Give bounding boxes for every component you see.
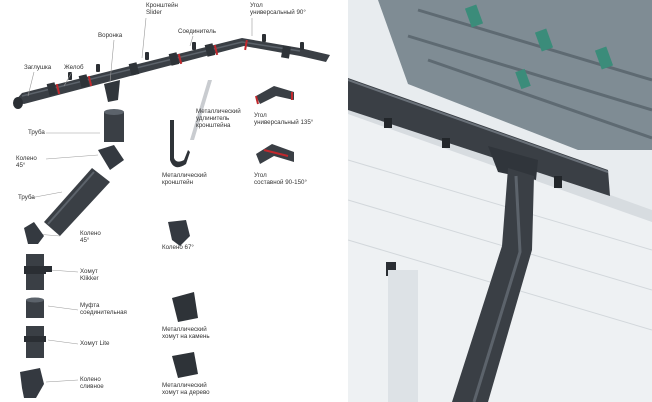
pipe-image-top xyxy=(104,109,124,142)
clamp-lite-image xyxy=(24,326,46,358)
corner-135-image xyxy=(255,86,294,105)
metal-extender-image xyxy=(190,80,212,140)
label-metal-clamp-wood: Металлический хомут на дерево xyxy=(162,382,210,396)
funnel-image xyxy=(104,80,120,102)
end-cap-image xyxy=(13,97,23,109)
label-funnel: Воронка xyxy=(98,32,123,39)
gutter-parts-illustration xyxy=(13,17,330,398)
label-corner-135: Угол универсальный 135° xyxy=(254,112,314,126)
label-pipe-mid: Труба xyxy=(18,194,35,201)
product-catalog: Заглушка Желоб Воронка Кронштейн Slider … xyxy=(13,2,330,398)
label-metal-bracket: Металлический кронштейн xyxy=(162,172,207,186)
label-clamp-lite: Хомут Lite xyxy=(80,340,110,347)
metal-bracket-image xyxy=(170,120,190,168)
label-elbow-67: Колено 67° xyxy=(162,244,194,251)
label-gutter: Желоб xyxy=(64,64,84,71)
klikker-clamp-image xyxy=(24,254,52,290)
elbow-45-image-top xyxy=(98,145,124,170)
label-coupling: Муфта соединительная xyxy=(80,302,127,316)
metal-clamp-stone-image xyxy=(172,292,198,322)
elbow-45-image-bottom xyxy=(24,222,44,244)
label-drain-elbow: Колено сливное xyxy=(80,376,104,390)
drain-elbow-image xyxy=(20,368,44,398)
label-end-cap: Заглушка xyxy=(24,64,52,71)
label-metal-extender: Металлический удлинитель кронштейна xyxy=(196,108,241,129)
coupling-image xyxy=(26,297,44,318)
installed-gutter-photo xyxy=(348,0,652,402)
label-klikker-clamp: Хомут Klikker xyxy=(80,268,99,282)
label-corner-composite: Угол составной 90-150° xyxy=(254,172,307,186)
label-elbow-45-top: Колено 45° xyxy=(16,155,37,169)
label-pipe-top: Труба xyxy=(28,129,45,136)
label-metal-clamp-stone: Металлический хомут на камень xyxy=(162,326,210,340)
gutter-run-image xyxy=(13,34,330,109)
metal-clamp-wood-image xyxy=(172,352,198,378)
label-corner-90: Угол универсальный 90° xyxy=(250,2,306,16)
label-elbow-45-bottom: Колено 45° xyxy=(80,230,101,244)
corner-composite-image xyxy=(256,144,294,164)
pipe-image-diagonal xyxy=(44,168,110,236)
elbow-67-image xyxy=(168,220,190,246)
label-connector: Соединитель xyxy=(178,28,216,35)
house-gutter-photo-illustration xyxy=(348,0,652,402)
label-bracket-slider: Кронштейн Slider xyxy=(146,2,178,16)
